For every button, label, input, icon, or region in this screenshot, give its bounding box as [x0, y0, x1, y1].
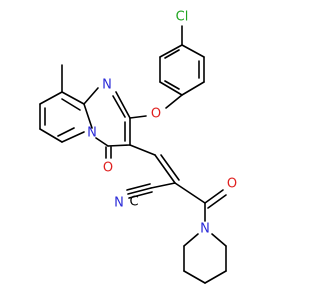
bond-amide-co-2: [207, 194, 227, 209]
pyrimidinone-ring: [83, 87, 131, 147]
atom-label-ring-nitrogen: N: [102, 78, 112, 93]
bond-c3-vinyl: [129, 144, 156, 156]
pyridine-ring: [39, 91, 85, 143]
chlorophenyl-ring: [159, 44, 205, 96]
bond-o-c2: [129, 115, 147, 119]
atom-label-ether-oxygen: O: [151, 107, 161, 122]
bond-to-nitrile-carbon: [150, 182, 176, 189]
bond-nitrile-3: [128, 191, 153, 199]
atom-label-bridgehead-nitrogen: N: [87, 126, 97, 141]
bond-amide-co-1: [204, 189, 224, 204]
molecule-drawing: Cl O N N O O N C N: [39, 10, 237, 284]
structure-canvas: Cl O N N O O N C N: [39, 10, 237, 284]
bond-vinyl-double-a: [154, 154, 176, 184]
atom-label-chlorine: Cl: [176, 10, 189, 25]
atom-label-nitrile-carbon: C: [129, 195, 138, 210]
bond-nitrile-2: [126, 183, 151, 191]
piperidine-ring: [183, 233, 227, 284]
bond-ring-o: [165, 94, 183, 109]
bond-to-amide-carbon: [174, 182, 206, 204]
atom-label-amide-oxygen: O: [227, 177, 237, 192]
bond-vinyl-double-b: [160, 154, 180, 181]
bond-nitrile-1: [127, 187, 152, 195]
atom-label-piperidine-nitrogen: N: [200, 222, 210, 237]
atom-label-ring-carbonyl-oxygen: O: [103, 161, 113, 176]
atom-label-nitrile-nitrogen: N: [114, 196, 124, 211]
